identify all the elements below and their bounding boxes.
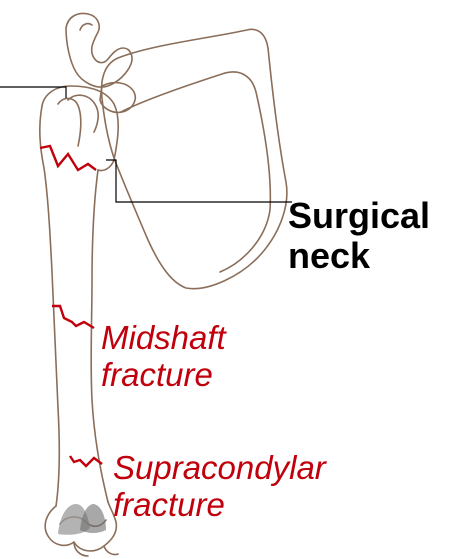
midshaft-fracture-label: Midshaft fracture	[101, 319, 226, 394]
forearm-stub	[73, 541, 119, 557]
midshaft-fracture-label-line-2: fracture	[101, 355, 213, 393]
midshaft-fracture-label-line-1: Midshaft	[101, 319, 226, 356]
humerus-head	[41, 85, 119, 172]
greater-tubercle	[67, 94, 99, 133]
surgical-neck-label-line-2: neck	[288, 235, 371, 277]
humerus-condyles	[44, 501, 118, 552]
humerus-right-contour	[90, 169, 109, 503]
surgical-neck-fracture-line	[39, 144, 97, 172]
surgical-neck-label: Surgical neck	[288, 195, 431, 277]
surgical-neck-leader-line	[106, 159, 292, 203]
supracondylar-fracture-label-line-1: Supracondylar	[113, 449, 326, 486]
midshaft-fracture-line	[52, 304, 95, 330]
humerus-left-contour	[39, 105, 61, 507]
humerus-head-inner	[57, 97, 82, 147]
trochlea-shading	[80, 504, 106, 533]
supracondylar-fracture-label: Supracondylar fracture	[113, 449, 326, 524]
scapula-inner-contour	[120, 71, 272, 273]
coracoid-inner	[79, 22, 93, 31]
supracondylar-fracture-line	[69, 455, 103, 468]
acromion	[99, 81, 137, 114]
supracondylar-fracture-label-line-2: fracture	[113, 485, 225, 523]
coracoid-process	[65, 12, 133, 88]
surgical-neck-label-line-1: Surgical	[288, 195, 431, 236]
head-leader-line	[0, 86, 67, 98]
scapula-outline	[100, 28, 288, 290]
